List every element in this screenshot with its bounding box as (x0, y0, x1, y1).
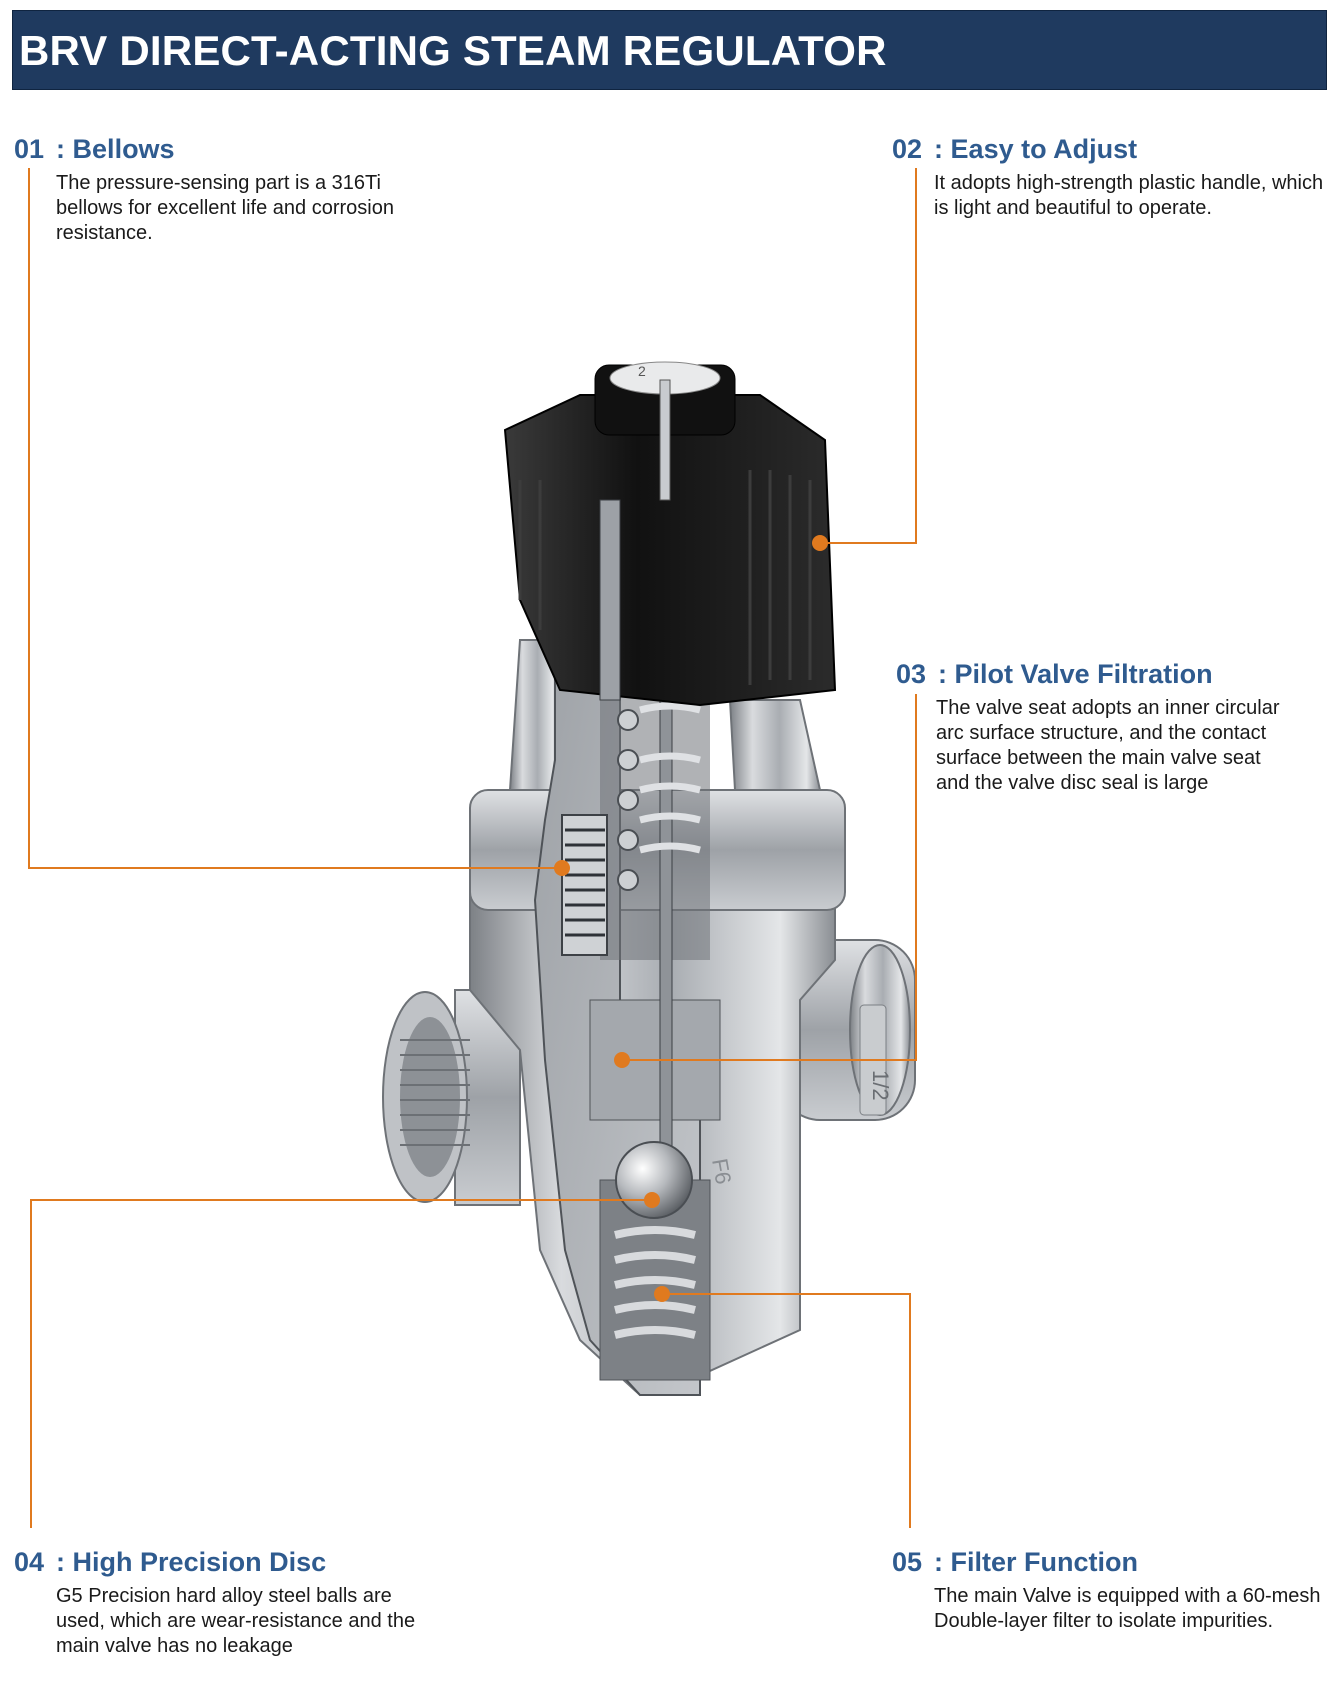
callout-description: It adopts high-strength plastic handle, … (934, 172, 1324, 219)
title-banner: BRV DIRECT-ACTING STEAM REGULATOR (12, 10, 1327, 90)
marker-bellows (554, 860, 570, 876)
callout-title: Easy to Adjust (950, 134, 1138, 164)
marker-easy-adjust (812, 535, 828, 551)
callout-title: High Precision Disc (72, 1547, 327, 1577)
bellows (561, 814, 608, 956)
callout-number: 01 (14, 134, 45, 164)
callout-number: 02 (892, 134, 923, 164)
callout-description: The pressure-sensing part is a 316Ti bel… (56, 172, 394, 244)
marker-disc (644, 1192, 660, 1208)
inlet-port (382, 989, 521, 1206)
callout-number: 05 (892, 1547, 923, 1577)
callout-description: The main Valve is equipped with a 60-mes… (934, 1585, 1321, 1632)
adjusting-handle (503, 361, 837, 707)
callout-description: The valve seat adopts an inner circular … (936, 697, 1280, 794)
callout-bellows: 01: Bellows The pressure-sensing part is… (14, 133, 426, 246)
callout-separator: : (56, 134, 73, 164)
callout-high-precision-disc: 04: High Precision Disc G5 Precision har… (14, 1546, 446, 1659)
callout-title: Filter Function (950, 1547, 1139, 1577)
callout-title: Bellows (72, 134, 175, 164)
callout-pilot-valve-filtration: 03: Pilot Valve Filtration The valve sea… (896, 658, 1291, 796)
callout-number: 03 (896, 659, 927, 689)
callout-separator: : (934, 134, 951, 164)
callout-number: 04 (14, 1547, 45, 1577)
callout-markers (554, 535, 828, 1302)
callout-filter-function: 05: Filter Function The main Valve is eq… (892, 1546, 1339, 1634)
page-title: BRV DIRECT-ACTING STEAM REGULATOR (19, 27, 887, 74)
callout-separator: : (56, 1547, 73, 1577)
marker-filter (654, 1286, 670, 1302)
callout-heading: 03: Pilot Valve Filtration (896, 658, 1291, 690)
callout-heading: 05: Filter Function (892, 1546, 1339, 1578)
callout-separator: : (934, 1547, 951, 1577)
marking-1: 2 (638, 363, 646, 379)
callout-heading: 02: Easy to Adjust (892, 133, 1324, 165)
callout-heading: 01: Bellows (14, 133, 426, 165)
callout-heading: 04: High Precision Disc (14, 1546, 446, 1578)
main-spring (614, 1226, 696, 1339)
callout-description: G5 Precision hard alloy steel balls are … (56, 1585, 416, 1657)
marking-3: F6 (707, 1157, 736, 1187)
leader-lines (28, 168, 917, 1528)
marker-pilot-valve (614, 1052, 630, 1068)
callout-easy-to-adjust: 02: Easy to Adjust It adopts high-streng… (892, 133, 1324, 221)
callout-title: Pilot Valve Filtration (954, 659, 1213, 689)
callout-separator: : (938, 659, 955, 689)
marking-2: 1/2 (868, 1070, 893, 1101)
